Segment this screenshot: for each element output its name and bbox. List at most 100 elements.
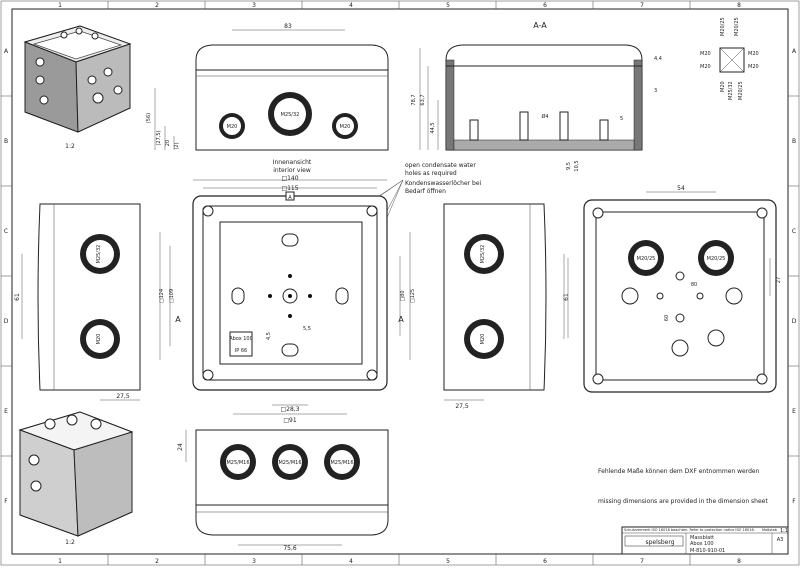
col-label-6: 6 — [543, 2, 547, 9]
left-side-view: M25/32 M20 61 27,5 — [14, 203, 141, 401]
front-gland-center: M25/32 — [268, 92, 312, 136]
section-title: A-A — [533, 21, 547, 30]
dim-2: (2) — [174, 142, 180, 149]
row-label-a: A — [4, 48, 9, 55]
product-label-line2: IP 66 — [235, 348, 247, 354]
pattern-top-a: M20/25 — [720, 17, 726, 36]
dim-60-bottom: 60 — [664, 315, 670, 321]
lower-gland-b: M25/M16 — [272, 444, 308, 480]
product-label-line1: Abox 100 — [229, 336, 253, 342]
gland-pattern: M20/25 M20/25 M20 M20 M20 M20 M20 M25/32… — [700, 17, 759, 100]
title-number: M-810-910-01 — [690, 548, 725, 554]
pattern-left-a: M20 — [700, 51, 711, 57]
pattern-bottom-b: M25/32 — [728, 81, 734, 100]
bottom-gland-a-label: M20/25 — [637, 256, 656, 262]
left-gland-top: M25/32 — [80, 234, 120, 274]
dim-124: □124 — [159, 289, 165, 303]
lower-front-view: M25/M16 M25/M16 M25/M16 24 75,6 — [177, 429, 389, 552]
brand-logo — [624, 535, 684, 547]
pattern-bottom-a: M20 — [720, 81, 726, 92]
row-label-a-right: A — [792, 48, 797, 55]
title-note: Schutzvermerk ISO 16016 beachten. Refer … — [624, 528, 755, 532]
dim-27-5-left: 27,5 — [116, 393, 130, 400]
title-caption: Massblatt — [690, 535, 714, 541]
lower-gland-b-label: M25/M16 — [278, 460, 301, 466]
note-condensate-en-2: holes as required — [405, 170, 457, 177]
row-label-d: D — [4, 318, 9, 325]
row-markers: A B C D E F A B C D E F — [1, 48, 799, 505]
lower-gland-a: M25/M16 — [220, 444, 256, 480]
dim-54: 54 — [677, 185, 685, 192]
pattern-left-b: M20 — [700, 64, 711, 70]
dim-75-6: 75,6 — [283, 545, 297, 552]
col-label-2-bottom: 2 — [155, 558, 159, 565]
dim-56: (56) — [146, 113, 152, 123]
dim-27-5-right: 27,5 — [455, 403, 469, 410]
lower-gland-c-label: M25/M16 — [330, 460, 353, 466]
dim-10-5: 10,5 — [574, 160, 580, 171]
note-condensate-en-1: open condensate water — [405, 162, 476, 169]
interior-view-de: Innenansicht — [273, 159, 312, 166]
col-label-8-bottom: 8 — [737, 558, 741, 565]
inner-frame — [11, 8, 789, 555]
col-label-2: 2 — [155, 2, 159, 9]
pattern-right-a: M20 — [748, 51, 759, 57]
title-scale-label: Maßstab — [762, 528, 778, 532]
section-marker-right: A — [398, 315, 404, 324]
title-block: Schutzvermerk ISO 16016 beachten. Refer … — [621, 526, 789, 555]
col-label-4-bottom: 4 — [349, 558, 353, 565]
dim-80: □80 — [400, 290, 406, 301]
dim-109: □109 — [169, 289, 175, 303]
col-label-1: 1 — [58, 2, 62, 9]
iso-view-closed-box: 1:2 — [18, 411, 134, 546]
front-gland-left: M20 — [219, 113, 245, 139]
iso-view-open-box: 1:2 — [23, 25, 132, 150]
dim-5: 5 — [620, 116, 623, 122]
col-label-3-bottom: 3 — [252, 558, 256, 565]
col-label-8: 8 — [737, 2, 741, 9]
bottom-gland-a: M20/25 — [628, 240, 664, 276]
row-label-f: F — [4, 498, 8, 505]
section-marker-left: A — [175, 315, 181, 324]
dim-27-5: (27,5) — [156, 130, 162, 145]
row-label-c: C — [4, 228, 8, 235]
note-dxf-de: Fehlende Maße können dem DXF entnommen w… — [598, 468, 760, 475]
row-label-c-right: C — [792, 228, 796, 235]
col-label-7-bottom: 7 — [640, 558, 644, 565]
title-product: Abox 100 — [690, 541, 714, 547]
dim-140: □140 — [281, 175, 298, 182]
pattern-top-b: M20/25 — [734, 17, 740, 36]
column-markers: 1 2 3 4 5 6 7 8 1 2 3 4 5 6 7 8 — [58, 1, 741, 565]
bottom-view: M20/25 M20/25 54 80 60 27 — [567, 185, 782, 393]
dim-4-5: 4,5 — [266, 332, 272, 340]
dim-78-7: 78,7 — [411, 94, 417, 105]
dim-61-left: 61 — [14, 293, 21, 301]
dim-83: 83 — [284, 23, 292, 30]
dim-9-5: 9,5 — [566, 162, 572, 170]
row-label-f-right: F — [792, 498, 796, 505]
left-gland-bottom-label: M20 — [96, 334, 102, 345]
brand-name: spelsberg — [645, 539, 674, 546]
row-label-e-right: E — [792, 408, 796, 415]
bottom-gland-b-label: M20/25 — [707, 256, 726, 262]
front-gland-right-label: M20 — [340, 124, 351, 130]
front-gland-left-label: M20 — [227, 124, 238, 130]
right-gland-top: M25/32 — [464, 234, 504, 274]
dim-125: □125 — [410, 289, 416, 303]
dim-24: 24 — [177, 443, 184, 451]
right-side-view: M25/32 M20 61 27,5 — [443, 203, 570, 410]
dim-4-4: 4,4 — [654, 56, 662, 62]
row-label-d-right: D — [792, 318, 797, 325]
lower-gland-c: M25/M16 — [324, 444, 360, 480]
dim-5-5: 5,5 — [303, 326, 311, 332]
right-gland-top-label: M25/32 — [480, 245, 486, 264]
dim-91: □91 — [283, 417, 296, 424]
title-format: A3 — [777, 537, 784, 543]
lower-gland-a-label: M25/M16 — [226, 460, 249, 466]
title-scale: 1:1 — [780, 528, 788, 534]
bottom-gland-b: M20/25 — [698, 240, 734, 276]
section-a-a: A-A 78,7 63,7 44,5 4,4 3 5 Ø4 9,5 10,5 — [411, 21, 662, 172]
row-label-b: B — [4, 138, 8, 145]
